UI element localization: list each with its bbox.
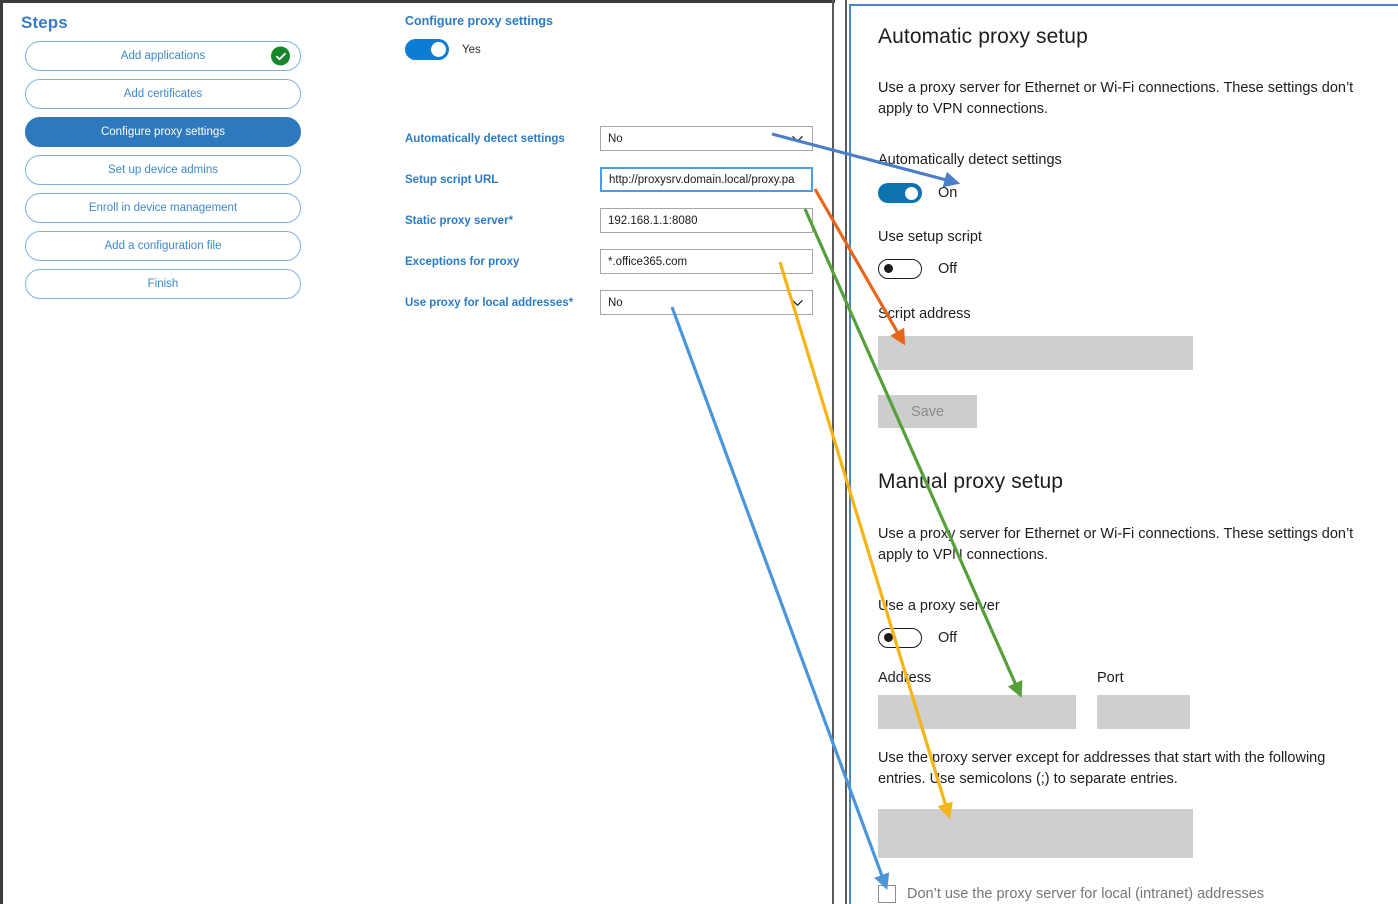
required-marker: * bbox=[508, 214, 514, 227]
step-item-configure-proxy-settings[interactable]: Configure proxy settings bbox=[25, 117, 301, 147]
check-circle-icon bbox=[271, 46, 290, 66]
frame-left-border bbox=[0, 0, 3, 904]
configure-proxy-toggle[interactable] bbox=[405, 39, 449, 60]
step-item-add-applications[interactable]: Add applications bbox=[25, 41, 301, 71]
manual-proxy-description: Use a proxy server for Ethernet or Wi-Fi… bbox=[878, 526, 1354, 563]
automatically-detect-settings-toggle[interactable] bbox=[878, 183, 922, 203]
step-item-enroll-in-device-management[interactable]: Enroll in device management bbox=[25, 193, 301, 223]
step-item-finish[interactable]: Finish bbox=[25, 269, 301, 299]
script-address-label: Script address bbox=[878, 306, 971, 322]
input-value: *.office365.com bbox=[608, 255, 688, 268]
step-label: Add applications bbox=[120, 50, 206, 62]
toggle-knob bbox=[431, 42, 446, 57]
step-label: Configure proxy settings bbox=[100, 126, 225, 138]
chevron-down-icon bbox=[792, 299, 803, 306]
step-item-add-a-configuration-file[interactable]: Add a configuration file bbox=[25, 231, 301, 261]
step-label: Set up device admins bbox=[108, 164, 218, 176]
address-label: Address bbox=[878, 670, 932, 686]
input-value: 192.168.1.1:8080 bbox=[608, 214, 698, 227]
field-label: Static proxy server* bbox=[405, 214, 514, 227]
toggle-knob bbox=[884, 633, 893, 642]
panel-divider-inner bbox=[845, 0, 847, 904]
field-label: Use proxy for local addresses* bbox=[405, 296, 574, 309]
use-a-proxy-server-state: Off bbox=[938, 630, 958, 646]
exceptions-input[interactable] bbox=[878, 809, 1193, 858]
select-value: No bbox=[608, 132, 623, 145]
field-row-static-proxy-server: Static proxy server* 192.168.1.1:8080 bbox=[405, 208, 825, 233]
configure-proxy-toggle-row: Yes bbox=[405, 39, 825, 60]
proxy-form-panel: Configure proxy settings Yes Automatical… bbox=[405, 14, 825, 315]
port-input[interactable] bbox=[1097, 695, 1190, 729]
port-label: Port bbox=[1097, 670, 1124, 686]
exceptions-description: Use the proxy server except for addresse… bbox=[878, 750, 1326, 787]
windows-proxy-settings-panel: Automatic proxy setup Use a proxy server… bbox=[849, 4, 1398, 904]
input-static-proxy-server[interactable]: 192.168.1.1:8080 bbox=[600, 208, 813, 233]
required-marker: * bbox=[568, 296, 574, 309]
input-setup-script-url[interactable]: http://proxysrv.domain.local/proxy.pa bbox=[600, 167, 813, 192]
use-setup-script-state: Off bbox=[938, 261, 958, 277]
input-value: http://proxysrv.domain.local/proxy.pa bbox=[609, 173, 795, 186]
field-label: Setup script URL bbox=[405, 173, 499, 186]
toggle-knob bbox=[905, 186, 918, 200]
field-row-use-proxy-for-local-addresses: Use proxy for local addresses* No bbox=[405, 290, 825, 315]
step-item-set-up-device-admins[interactable]: Set up device admins bbox=[25, 155, 301, 185]
configure-proxy-toggle-value: Yes bbox=[462, 43, 481, 56]
use-setup-script-label: Use setup script bbox=[878, 229, 982, 245]
automatically-detect-settings-state: On bbox=[938, 185, 958, 201]
step-label: Add certificates bbox=[123, 88, 203, 100]
select-use-proxy-for-local-addresses[interactable]: No bbox=[600, 290, 813, 315]
field-row-exceptions-for-proxy: Exceptions for proxy *.office365.com bbox=[405, 249, 825, 274]
steps-title: Steps bbox=[21, 13, 68, 32]
checkbox-icon[interactable] bbox=[878, 885, 896, 903]
field-label: Automatically detect settings bbox=[405, 132, 565, 145]
address-input[interactable] bbox=[878, 695, 1076, 729]
bypass-local-addresses-label: Don’t use the proxy server for local (in… bbox=[907, 886, 1265, 902]
bypass-local-addresses-row[interactable]: Don’t use the proxy server for local (in… bbox=[878, 885, 1264, 903]
frame-top-border bbox=[0, 0, 835, 3]
use-setup-script-toggle[interactable] bbox=[878, 259, 922, 279]
manual-proxy-setup-heading: Manual proxy setup bbox=[878, 470, 1064, 493]
step-label: Add a configuration file bbox=[104, 240, 222, 252]
use-a-proxy-server-toggle[interactable] bbox=[878, 628, 922, 648]
save-button[interactable]: Save bbox=[878, 395, 977, 428]
field-row-automatically-detect-settings: Automatically detect settings No bbox=[405, 126, 825, 151]
use-a-proxy-server-toggle-row: Off bbox=[878, 628, 957, 648]
step-item-add-certificates[interactable]: Add certificates bbox=[25, 79, 301, 109]
panel-divider-outer bbox=[832, 0, 834, 904]
automatic-proxy-setup-heading: Automatic proxy setup bbox=[878, 25, 1088, 48]
automatic-proxy-description: Use a proxy server for Ethernet or Wi-Fi… bbox=[878, 80, 1354, 117]
automatically-detect-settings-label: Automatically detect settings bbox=[878, 152, 1062, 168]
steps-panel: Steps Add applications Add certificates … bbox=[3, 3, 323, 307]
input-exceptions-for-proxy[interactable]: *.office365.com bbox=[600, 249, 813, 274]
form-heading: Configure proxy settings bbox=[405, 14, 553, 28]
step-label: Finish bbox=[147, 278, 179, 290]
automatically-detect-settings-toggle-row: On bbox=[878, 183, 957, 203]
select-automatically-detect-settings[interactable]: No bbox=[600, 126, 813, 151]
field-label: Exceptions for proxy bbox=[405, 255, 520, 268]
script-address-input[interactable] bbox=[878, 336, 1193, 370]
step-label: Enroll in device management bbox=[88, 202, 238, 214]
use-a-proxy-server-label: Use a proxy server bbox=[878, 598, 1000, 614]
select-value: No bbox=[608, 296, 623, 309]
chevron-down-icon bbox=[792, 135, 803, 142]
toggle-knob bbox=[884, 264, 893, 273]
use-setup-script-toggle-row: Off bbox=[878, 259, 957, 279]
field-row-setup-script-url: Setup script URL http://proxysrv.domain.… bbox=[405, 167, 825, 192]
